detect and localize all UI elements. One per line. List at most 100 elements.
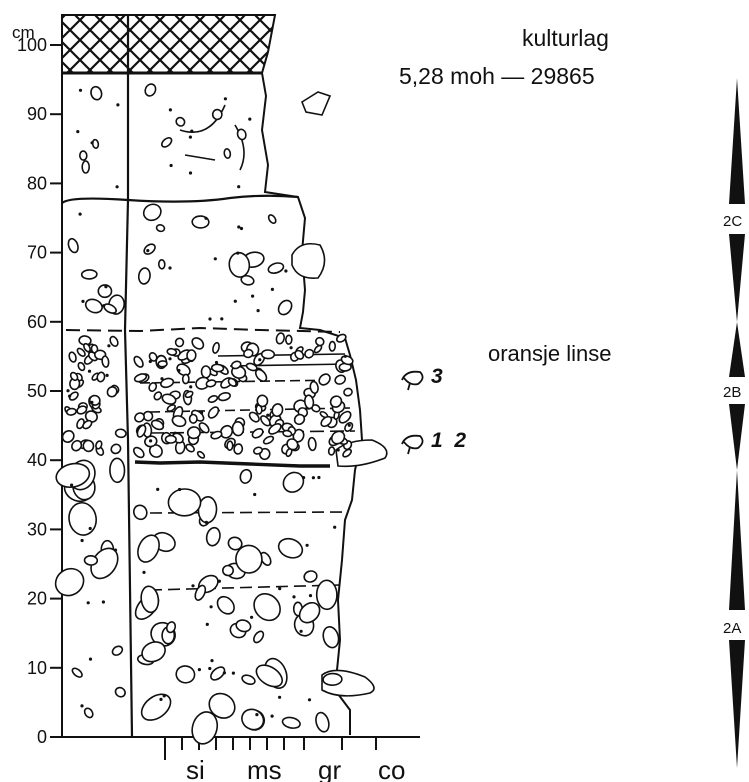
- fine-grain: [208, 666, 212, 671]
- clast: [267, 214, 277, 225]
- fine-grain: [149, 439, 153, 443]
- clast: [137, 267, 151, 285]
- clast: [175, 116, 186, 127]
- clast: [76, 347, 86, 357]
- clast: [191, 711, 219, 745]
- clast: [54, 567, 85, 597]
- unit-label-2A: 2A: [723, 620, 741, 637]
- fine-grain: [266, 413, 270, 417]
- fine-grain: [88, 657, 93, 661]
- clast: [256, 394, 269, 408]
- fine-grain: [204, 216, 208, 220]
- profile-inner-divider: [123, 15, 134, 738]
- fine-grain: [220, 317, 224, 321]
- grain-size-axis: si ms gr co: [62, 736, 420, 782]
- clast: [148, 352, 158, 362]
- clast: [133, 373, 148, 383]
- fine-grain: [148, 359, 152, 364]
- clast: [144, 83, 157, 97]
- clast: [205, 379, 217, 388]
- grain-size-ticks: [164, 737, 377, 760]
- unit-2A-spindle: [729, 470, 745, 768]
- depth-tick-label: 50: [27, 381, 47, 401]
- clast: [322, 672, 343, 687]
- fine-grain: [205, 622, 209, 627]
- clast: [84, 298, 103, 314]
- fine-grain: [88, 526, 92, 531]
- clast: [223, 148, 232, 159]
- clast: [65, 407, 77, 416]
- clast: [83, 554, 99, 566]
- clast: [294, 349, 305, 360]
- clast: [110, 443, 122, 455]
- clast: [171, 415, 187, 428]
- clast: [176, 363, 191, 377]
- clast: [164, 434, 177, 444]
- clast: [134, 412, 145, 423]
- axis-unit-label: cm: [12, 23, 35, 42]
- clast: [268, 423, 282, 435]
- fine-grain: [251, 294, 255, 298]
- clast: [318, 373, 331, 386]
- clast: [320, 415, 333, 428]
- clast: [277, 299, 293, 316]
- clast: [101, 355, 110, 368]
- clast: [80, 269, 98, 280]
- clast: [236, 128, 247, 141]
- clast: [298, 601, 321, 624]
- fine-grain: [78, 212, 82, 216]
- clast: [133, 355, 144, 368]
- clast: [271, 403, 284, 418]
- fine-grain: [115, 185, 119, 189]
- fine-grain: [311, 476, 315, 480]
- fine-grain: [146, 249, 150, 253]
- clast: [226, 440, 234, 451]
- clast: [68, 501, 97, 536]
- clast: [160, 377, 175, 389]
- clast: [200, 365, 212, 379]
- fine-grain: [278, 695, 282, 699]
- clast: [78, 150, 88, 161]
- fine-grain: [80, 704, 84, 708]
- clast: [233, 443, 244, 455]
- fine-grain: [248, 117, 252, 121]
- clast: [83, 707, 94, 719]
- clast: [254, 368, 268, 382]
- fine-grain: [305, 543, 309, 547]
- clast: [282, 429, 293, 438]
- clast: [166, 347, 178, 356]
- clast: [240, 274, 255, 286]
- clast: [142, 203, 162, 222]
- clast: [260, 415, 271, 427]
- clast: [132, 446, 145, 459]
- boundary-2B-bottom: [134, 460, 330, 468]
- fine-grain: [80, 538, 84, 543]
- clast: [248, 411, 260, 423]
- clast: [90, 85, 103, 101]
- clast: [230, 360, 242, 370]
- grain-label-co: co: [378, 755, 405, 782]
- fine-grain: [168, 357, 172, 361]
- clast: [293, 413, 306, 426]
- clast: [109, 457, 126, 484]
- clast: [231, 421, 245, 437]
- fine-grain: [209, 605, 213, 609]
- sample-arrow-icon: [401, 434, 424, 455]
- clast: [241, 708, 265, 731]
- clast: [262, 435, 275, 445]
- fine-grain: [113, 548, 118, 552]
- clast: [303, 394, 315, 410]
- clast: [210, 666, 226, 681]
- clast: [161, 137, 173, 148]
- clast: [175, 665, 196, 684]
- fine-grain: [299, 629, 303, 633]
- fine-grain: [336, 448, 340, 452]
- clast: [235, 544, 263, 574]
- depth-tick-label: 0: [37, 727, 47, 747]
- clast: [304, 348, 315, 359]
- clast: [315, 579, 338, 611]
- clast: [167, 488, 202, 517]
- fine-grain: [200, 411, 204, 415]
